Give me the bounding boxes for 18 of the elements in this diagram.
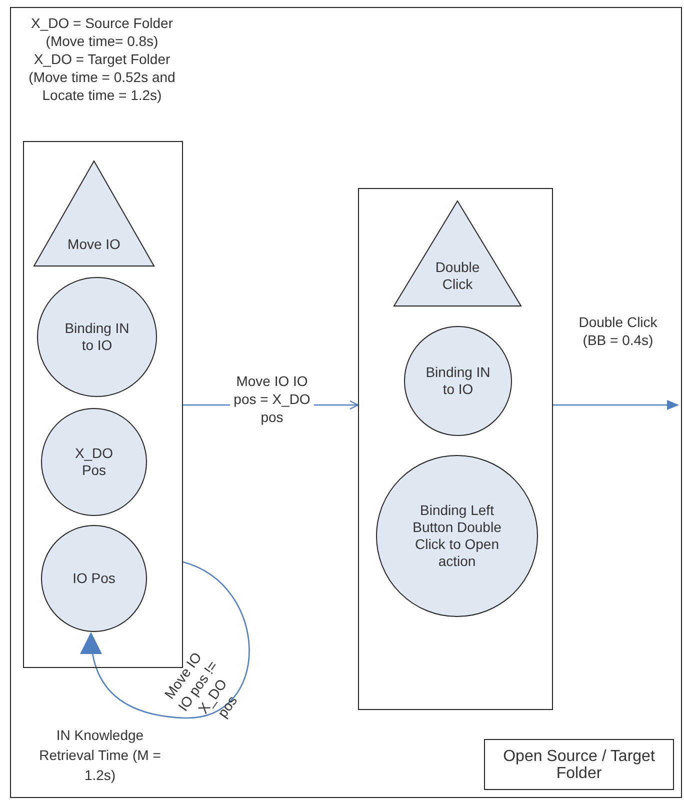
node-label: Binding IN to IO [424,364,492,398]
triangle-node [33,160,155,267]
annotation-text: X_DO = Source Folder (Move time= 0.8s) [30,14,174,50]
node-label: IO Pos [72,570,116,587]
node-label: Binding IN to IO [64,320,130,354]
node-label: Double Click [434,259,481,293]
annotation-text: X_DO = Target Folder (Move time = 0.52s and Locate time = 1.2s) [28,50,176,104]
node-label: Open Source / Target Folder [502,748,656,782]
group-box [358,188,553,710]
arrow [81,561,250,719]
diagram-frame [10,7,682,798]
arrow [553,400,679,410]
node-label: Move IO [68,236,120,253]
node-label: Binding Left Button Double Click to Open action [412,502,502,570]
annotation-text: IN Knowledge Retrieval Time (M = 1.2s) [38,726,162,785]
title-box [484,739,674,790]
node-label: X_DO Pos [74,445,114,479]
triangle-node [393,200,522,307]
